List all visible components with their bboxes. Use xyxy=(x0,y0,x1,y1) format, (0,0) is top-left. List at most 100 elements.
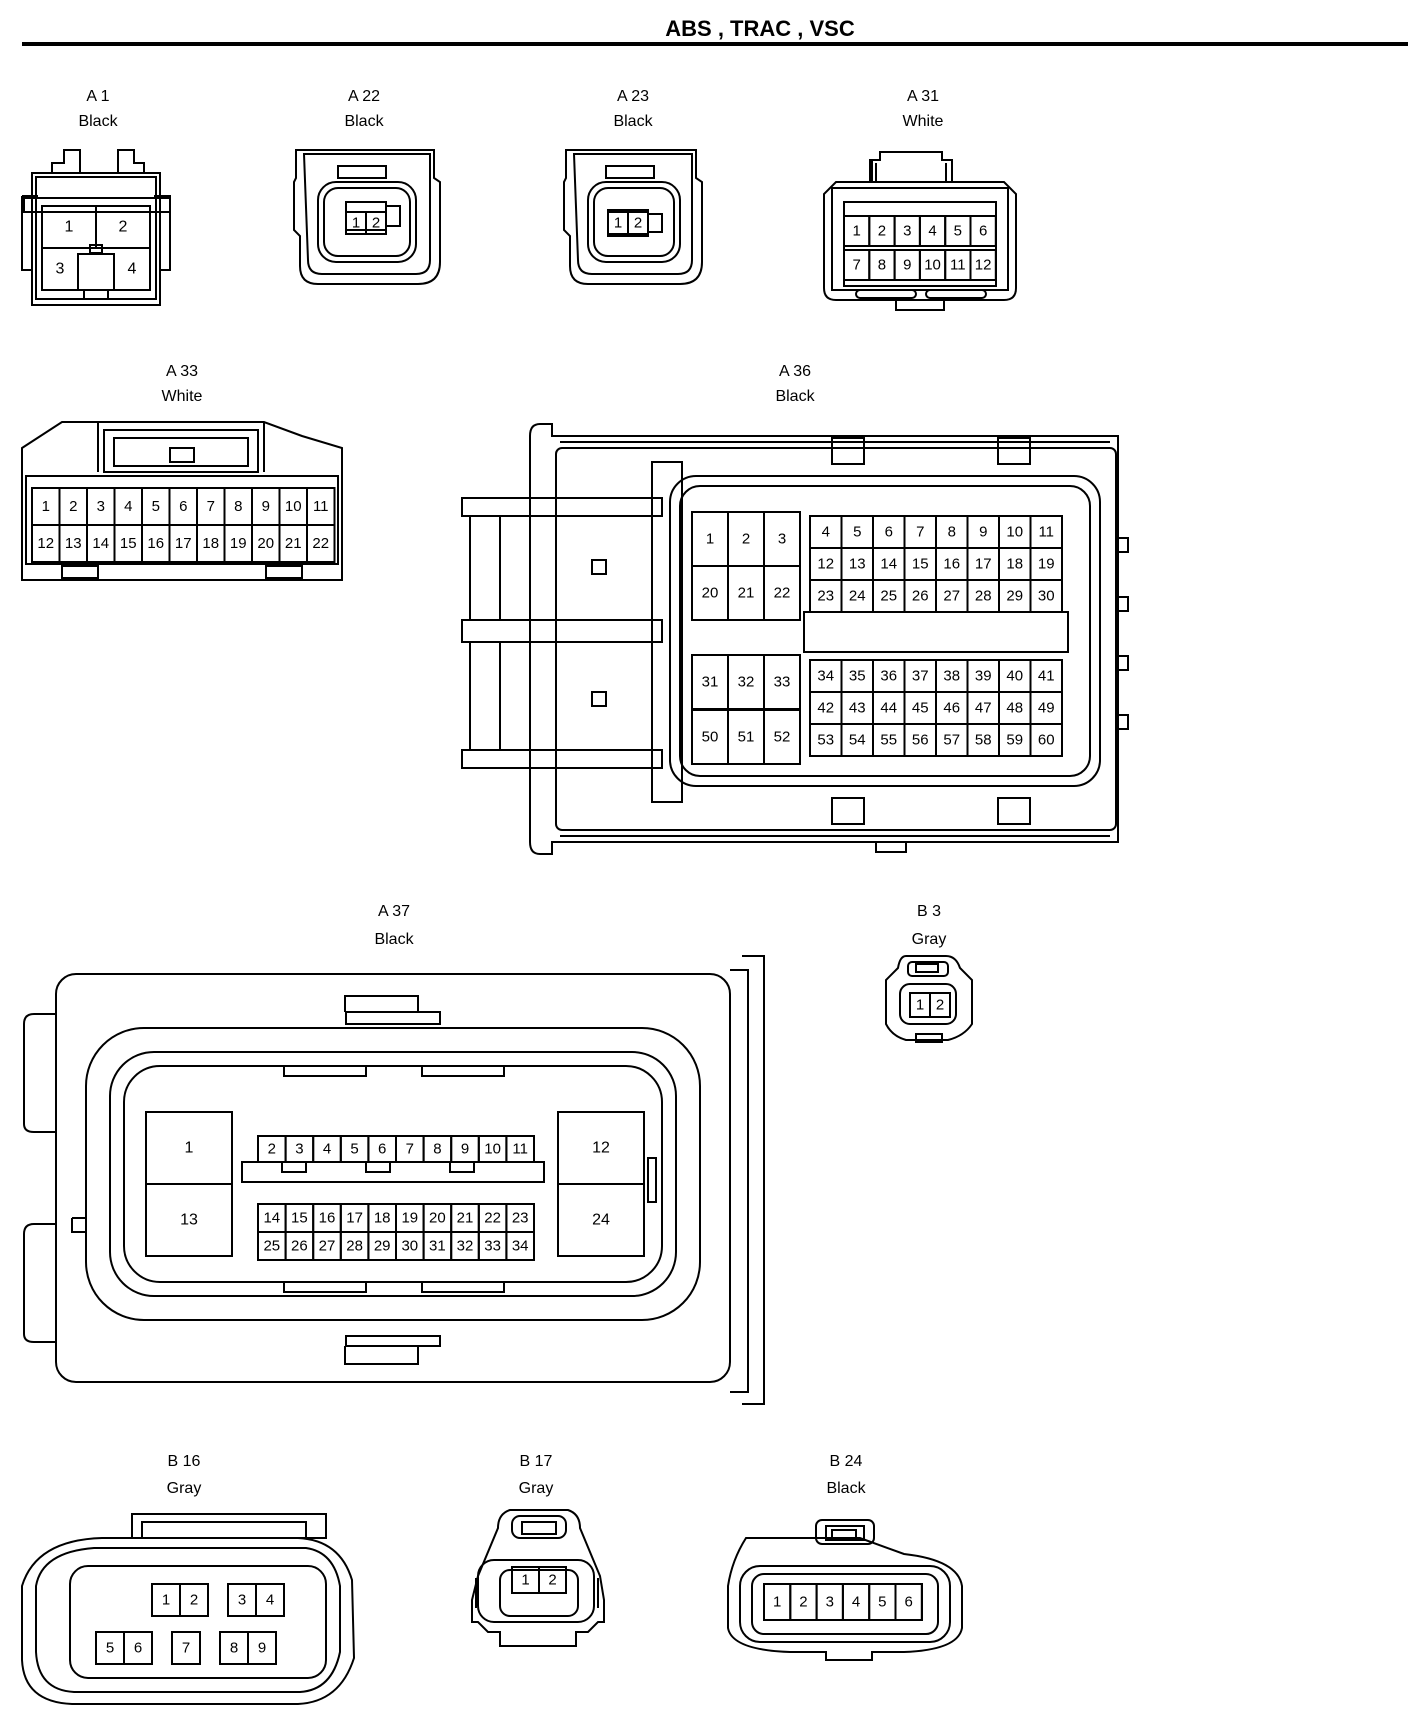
pin-box-a36-30 xyxy=(1029,579,1063,613)
pin-a36-42: 42 xyxy=(817,700,834,717)
pin-a36-23: 23 xyxy=(817,588,834,605)
pin-a31-11: 11 xyxy=(950,257,966,274)
connector-id-b17: B 17 xyxy=(519,1453,553,1470)
connector-color-a33: White xyxy=(161,388,203,405)
pin-box-a37-13 xyxy=(145,1183,233,1257)
pin-a36-28: 28 xyxy=(975,588,992,605)
connector-id-a31: A 31 xyxy=(906,88,940,105)
pin-a37-9: 9 xyxy=(461,1141,469,1158)
pin-a1-3: 3 xyxy=(56,261,65,278)
pin-a36-3: 3 xyxy=(778,531,786,548)
pin-a37-17: 17 xyxy=(346,1210,363,1227)
pin-a36-50: 50 xyxy=(702,729,719,746)
pin-box-b24-6 xyxy=(894,1583,923,1621)
pin-a36-34: 34 xyxy=(817,668,834,685)
pin-a36-32: 32 xyxy=(738,674,755,691)
pin-a31-1: 1 xyxy=(852,223,860,240)
connector-id-b3: B 3 xyxy=(916,903,941,920)
pin-a37-32: 32 xyxy=(457,1238,474,1255)
pin-a36-19: 19 xyxy=(1038,556,1055,573)
connector-id-a22: A 22 xyxy=(347,88,381,105)
pin-a33-11: 11 xyxy=(313,498,329,515)
pin-a1-4: 4 xyxy=(128,261,137,278)
pin-b16-1: 1 xyxy=(162,1592,170,1609)
pin-a36-8: 8 xyxy=(948,524,956,541)
page-title: ABS , TRAC , VSC xyxy=(665,16,855,41)
pin-a36-9: 9 xyxy=(979,524,987,541)
connector-b3 xyxy=(885,955,973,1043)
pin-a31-8: 8 xyxy=(878,257,886,274)
connector-a36 xyxy=(461,423,1129,855)
pin-a33-20: 20 xyxy=(257,535,274,552)
pin-b16-5: 5 xyxy=(106,1640,114,1657)
pin-a36-40: 40 xyxy=(1006,668,1023,685)
pin-a36-57: 57 xyxy=(943,732,960,749)
pin-box-b17-2 xyxy=(538,1566,567,1594)
pin-a36-51: 51 xyxy=(738,729,755,746)
pin-a33-15: 15 xyxy=(120,535,137,552)
pin-a36-24: 24 xyxy=(849,588,866,605)
pin-a37-10: 10 xyxy=(484,1141,501,1158)
connector-a37 xyxy=(23,955,765,1405)
connector-color-a37: Black xyxy=(374,931,414,948)
pin-b17-2: 2 xyxy=(548,1572,556,1589)
connector-id-a33: A 33 xyxy=(165,363,199,380)
pin-a37-15: 15 xyxy=(291,1210,308,1227)
pin-a36-6: 6 xyxy=(885,524,893,541)
pin-a33-19: 19 xyxy=(230,535,247,552)
pin-a36-55: 55 xyxy=(880,732,897,749)
pin-b16-3: 3 xyxy=(238,1592,246,1609)
pin-a36-60: 60 xyxy=(1038,732,1055,749)
pin-a31-12: 12 xyxy=(975,257,992,274)
pin-box-a36-52 xyxy=(763,709,801,765)
pin-a36-17: 17 xyxy=(975,556,992,573)
pin-a36-48: 48 xyxy=(1006,700,1023,717)
pin-b24-4: 4 xyxy=(852,1594,860,1611)
pin-a33-5: 5 xyxy=(152,498,160,515)
pin-a36-20: 20 xyxy=(702,585,719,602)
pin-box-b16-4 xyxy=(255,1583,285,1617)
pin-a33-7: 7 xyxy=(207,498,215,515)
pin-a36-39: 39 xyxy=(975,668,992,685)
title-rule xyxy=(22,42,1408,46)
pin-a37-1: 1 xyxy=(185,1140,194,1157)
pin-a37-20: 20 xyxy=(429,1210,446,1227)
pin-a36-59: 59 xyxy=(1006,732,1023,749)
pin-a37-7: 7 xyxy=(406,1141,414,1158)
pin-a36-11: 11 xyxy=(1038,524,1054,541)
pin-a36-46: 46 xyxy=(943,700,960,717)
pin-b17-1: 1 xyxy=(521,1572,529,1589)
pin-box-a31-12 xyxy=(969,249,997,281)
connector-color-a23: Black xyxy=(613,113,653,130)
connector-a23 xyxy=(563,149,703,285)
pin-a37-34: 34 xyxy=(512,1238,529,1255)
pin-a36-4: 4 xyxy=(822,524,830,541)
pin-a37-25: 25 xyxy=(263,1238,280,1255)
pin-a22-2: 2 xyxy=(372,215,380,232)
pin-a37-27: 27 xyxy=(319,1238,336,1255)
pin-a36-58: 58 xyxy=(975,732,992,749)
pin-box-a37-34 xyxy=(505,1231,535,1261)
pin-a33-8: 8 xyxy=(234,498,242,515)
pin-box-b16-9 xyxy=(247,1631,277,1665)
connector-b16 xyxy=(21,1513,356,1705)
pin-a36-14: 14 xyxy=(880,556,897,573)
pin-b24-5: 5 xyxy=(878,1594,886,1611)
pin-b24-3: 3 xyxy=(826,1594,834,1611)
pin-a36-45: 45 xyxy=(912,700,929,717)
pin-a36-52: 52 xyxy=(774,729,791,746)
pin-a36-54: 54 xyxy=(849,732,866,749)
pin-b24-2: 2 xyxy=(799,1594,807,1611)
pin-a37-31: 31 xyxy=(429,1238,446,1255)
connector-color-b24: Black xyxy=(826,1480,866,1497)
pin-a31-2: 2 xyxy=(878,223,886,240)
pin-a37-12: 12 xyxy=(592,1140,610,1157)
pin-a33-12: 12 xyxy=(37,535,54,552)
pin-a37-22: 22 xyxy=(484,1210,501,1227)
pin-a37-2: 2 xyxy=(268,1141,276,1158)
